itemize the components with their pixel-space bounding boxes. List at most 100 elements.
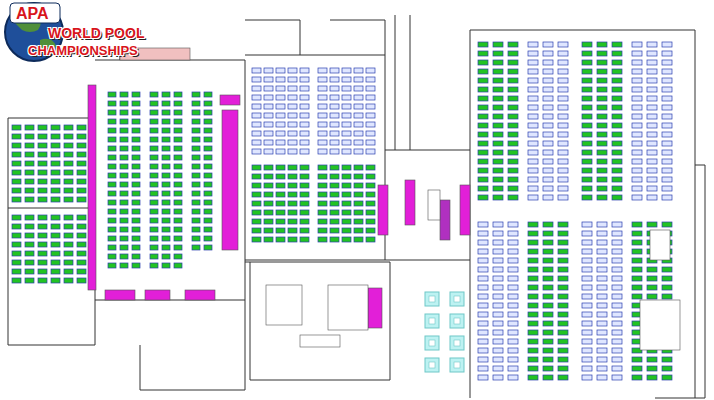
pool-table (366, 192, 375, 197)
pool-table (582, 123, 592, 128)
pool-table (597, 60, 607, 65)
pool-table (162, 146, 170, 151)
pool-table (162, 245, 170, 250)
pool-table (528, 249, 538, 254)
pool-table (288, 86, 297, 91)
lounge-square (450, 358, 464, 372)
pool-table (150, 236, 158, 241)
pool-table (558, 312, 568, 317)
wall (395, 15, 410, 150)
pool-table (582, 312, 592, 317)
pool-table (493, 114, 503, 119)
pool-table (51, 125, 60, 130)
pool-table (318, 228, 327, 233)
pool-table (288, 104, 297, 109)
pool-table (204, 164, 212, 169)
pool-table (493, 168, 503, 173)
pool-table (150, 155, 158, 160)
vendor-booth (378, 185, 388, 235)
pool-table (508, 114, 518, 119)
pool-table (493, 87, 503, 92)
pool-table (64, 251, 73, 256)
pool-table (478, 141, 488, 146)
pool-table (318, 219, 327, 224)
pool-table (543, 267, 553, 272)
pool-table (300, 122, 309, 127)
pool-table (108, 209, 116, 214)
pool-table (108, 164, 116, 169)
pool-table (612, 105, 622, 110)
pool-table (528, 177, 538, 182)
pool-table (478, 177, 488, 182)
pool-table (612, 267, 622, 272)
pool-table (528, 348, 538, 353)
vendor-booth (88, 85, 96, 290)
pool-table (662, 276, 672, 281)
pool-table (38, 143, 47, 148)
pool-table (276, 104, 285, 109)
pool-table (478, 222, 488, 227)
pool-table (174, 191, 182, 196)
lounge-square (454, 296, 460, 302)
pool-table (318, 210, 327, 215)
pool-table (478, 87, 488, 92)
pool-table (366, 113, 375, 118)
pool-table (558, 51, 568, 56)
pool-table (252, 68, 261, 73)
vendor-booth (368, 288, 382, 328)
pool-table (12, 224, 21, 229)
pool-table (662, 150, 672, 155)
pool-table (252, 113, 261, 118)
pool-table (192, 137, 200, 142)
pool-table (597, 186, 607, 191)
pool-table (174, 155, 182, 160)
pool-table (558, 60, 568, 65)
vendor-booth (185, 290, 215, 300)
lounge-square (429, 340, 435, 346)
pool-table (543, 114, 553, 119)
pool-table (632, 249, 642, 254)
pool-table (528, 276, 538, 281)
pool-table (508, 60, 518, 65)
pool-table (252, 140, 261, 145)
pool-table (632, 366, 642, 371)
pool-table (543, 159, 553, 164)
pool-table (108, 218, 116, 223)
pool-table (51, 179, 60, 184)
pool-table (51, 269, 60, 274)
pool-table (354, 210, 363, 215)
pool-table (597, 42, 607, 47)
pool-table (493, 303, 503, 308)
pool-table (528, 159, 538, 164)
pool-table (354, 104, 363, 109)
pool-table (108, 236, 116, 241)
pool-table (558, 42, 568, 47)
pool-table (582, 159, 592, 164)
pool-table (288, 219, 297, 224)
pool-table (288, 192, 297, 197)
pool-table (300, 219, 309, 224)
pool-table (528, 186, 538, 191)
pool-table (288, 174, 297, 179)
pool-table (366, 140, 375, 145)
pool-table (174, 227, 182, 232)
pool-table (132, 119, 140, 124)
pool-table (366, 122, 375, 127)
pool-table (478, 339, 488, 344)
pool-table (276, 122, 285, 127)
pool-table (318, 201, 327, 206)
pool-table (528, 222, 538, 227)
pool-table (12, 242, 21, 247)
pool-table (558, 231, 568, 236)
pool-table (528, 285, 538, 290)
pool-table (478, 375, 488, 380)
lounge-square (454, 362, 460, 368)
pool-table (108, 119, 116, 124)
pool-table (632, 276, 642, 281)
pool-table (132, 155, 140, 160)
lounge-square (450, 314, 464, 328)
pool-table (632, 42, 642, 47)
pool-table (108, 128, 116, 133)
pool-table (108, 182, 116, 187)
pool-table (478, 348, 488, 353)
